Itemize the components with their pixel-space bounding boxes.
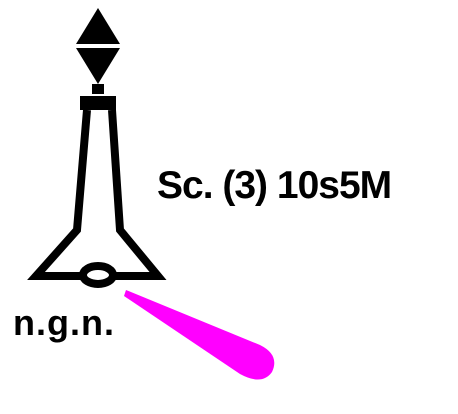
buoy-body-outline	[27, 109, 167, 280]
diamond-topmark-icon	[76, 8, 120, 84]
buoy-type-label: n.g.n.	[13, 302, 115, 343]
topmark-stem	[92, 84, 104, 94]
buoy-position-circle	[79, 262, 117, 288]
topmark-lower-triangle	[76, 48, 120, 84]
light-flare-icon	[124, 290, 275, 380]
light-characteristic-label: Sc. (3) 10s5M	[157, 164, 392, 207]
topmark-upper-triangle	[76, 8, 120, 44]
buoy-top-cap	[80, 96, 116, 110]
